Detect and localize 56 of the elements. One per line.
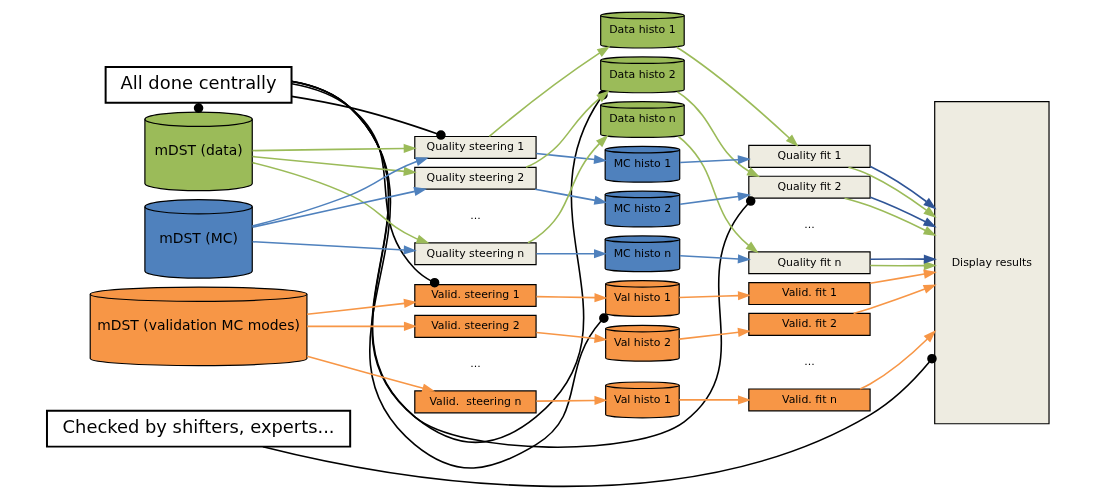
- label: ...: [469, 208, 481, 222]
- arrow: [251, 155, 417, 176]
- arrow: [868, 261, 937, 271]
- arrow: [535, 395, 608, 406]
- arrow: [251, 143, 417, 154]
- label: ...: [803, 354, 815, 368]
- node-box: Quality fit n: [747, 251, 871, 275]
- arrow: [535, 293, 608, 303]
- label: ...: [469, 356, 481, 370]
- arrow: [251, 187, 427, 228]
- arrow: [305, 355, 435, 393]
- arrow: [852, 284, 937, 315]
- arrow: [678, 254, 751, 264]
- connector: [261, 353, 937, 487]
- arrow: [868, 254, 937, 264]
- arrow: [868, 269, 937, 285]
- arrow: [535, 331, 608, 343]
- arrow: [251, 240, 417, 255]
- arrow: [305, 321, 417, 331]
- connector: [290, 82, 439, 288]
- arrow: [305, 298, 417, 316]
- arrow: [678, 191, 751, 205]
- arrow: [535, 152, 607, 165]
- arrow: [677, 135, 759, 254]
- node-box: Quality steering 2: [413, 166, 537, 190]
- node-box: Valid. steering n: [413, 390, 537, 414]
- arrow: [869, 196, 937, 228]
- label: ...: [803, 217, 815, 231]
- node-box: Valid. fit n: [747, 388, 871, 412]
- node-box: Quality fit 2: [747, 175, 871, 199]
- arrow: [678, 155, 751, 165]
- node-box: Valid. fit 1: [747, 282, 871, 306]
- node-box: Quality steering n: [413, 242, 537, 266]
- arrow: [677, 327, 751, 340]
- arrow: [843, 197, 937, 237]
- node-box: Display results: [933, 101, 1050, 425]
- arrow: [251, 157, 429, 227]
- arrow: [676, 91, 760, 178]
- arrow: [677, 291, 751, 301]
- node-box: Valid. steering 2: [413, 314, 537, 338]
- arrow: [677, 395, 751, 405]
- node-box: Valid. fit 2: [747, 312, 871, 336]
- arrow: [858, 330, 936, 390]
- arrow: [526, 134, 609, 244]
- connector: [290, 95, 446, 140]
- arrow: [675, 46, 799, 147]
- arrow: [533, 188, 607, 205]
- connector: [290, 80, 755, 448]
- arrow: [251, 161, 430, 244]
- node-box: Quality fit 1: [747, 144, 871, 168]
- node-box: Valid. steering 1: [413, 284, 537, 308]
- node-box: Quality steering 1: [413, 135, 537, 159]
- arrow: [847, 166, 937, 218]
- arrow: [869, 165, 936, 210]
- node-box: Checked by shifters, experts...: [45, 409, 351, 448]
- arrow: [535, 249, 607, 259]
